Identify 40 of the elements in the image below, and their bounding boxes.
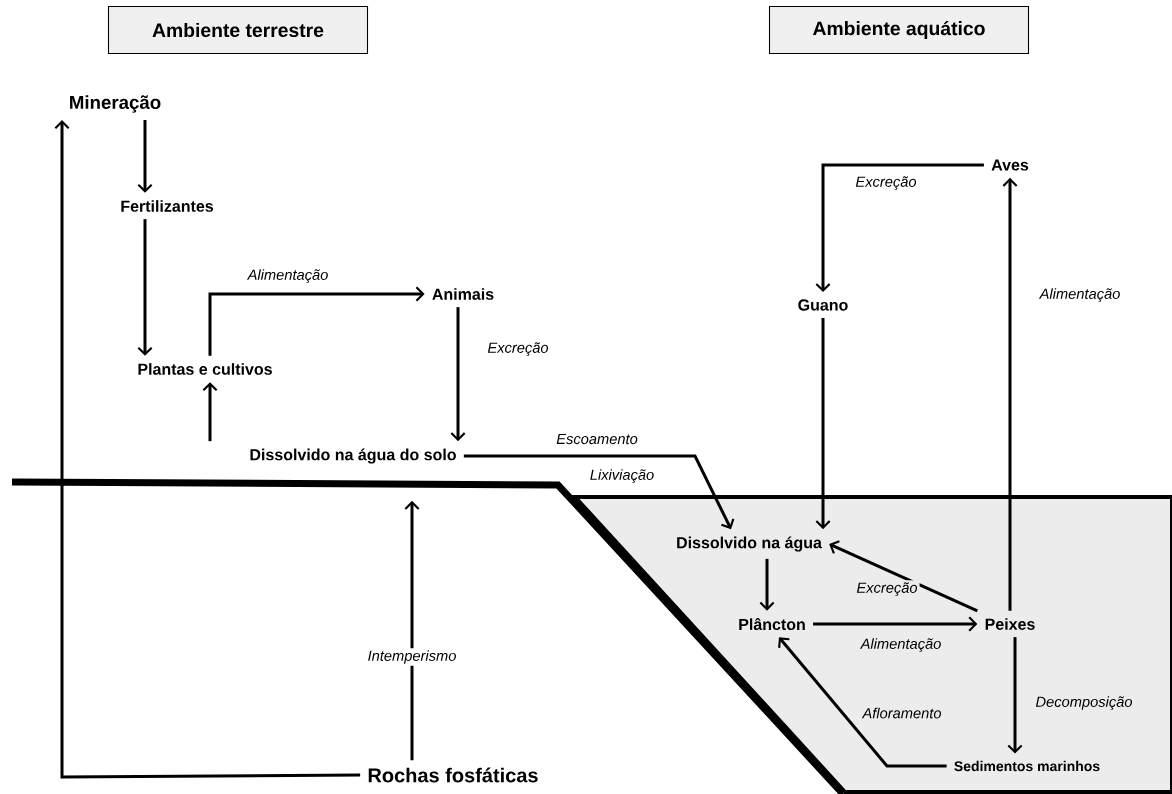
edge-label: Alimentação bbox=[858, 636, 944, 654]
compartment-label: Plantas e cultivos bbox=[138, 363, 272, 375]
compartment-label: Guano bbox=[798, 299, 848, 311]
arrow bbox=[1002, 177, 1018, 611]
compartment-label: Fertilizantes bbox=[121, 200, 214, 212]
edge-label: Alimentação bbox=[245, 267, 331, 285]
compartment-label: Mineração bbox=[70, 95, 161, 113]
arrow bbox=[404, 500, 420, 761]
edge-label: Excreção bbox=[485, 340, 551, 358]
arrow bbox=[137, 219, 153, 356]
compartment-label: Dissolvido na água bbox=[677, 536, 822, 552]
arrow bbox=[208, 286, 425, 356]
arrow bbox=[815, 163, 984, 293]
compartment-label: Aves bbox=[991, 159, 1029, 171]
section-heading: Ambiente aquático bbox=[768, 5, 1030, 55]
flow-label: Lixiviação bbox=[590, 469, 654, 483]
arrow bbox=[815, 317, 831, 530]
arrow bbox=[450, 307, 466, 442]
section-heading: Ambiente terrestre bbox=[107, 5, 369, 55]
arrow bbox=[813, 616, 978, 632]
compartment-label: Rochas fosfáticas bbox=[368, 767, 538, 783]
arrow bbox=[829, 540, 978, 613]
edge-label: Decomposição bbox=[1033, 694, 1135, 712]
compartment-label: Dissolvido na água do solo bbox=[250, 448, 456, 464]
edge-label: Excreção bbox=[854, 580, 920, 598]
compartment-label: Animais bbox=[432, 288, 494, 300]
edge-label: Excreção bbox=[853, 174, 919, 192]
arrow bbox=[778, 637, 947, 768]
compartment-label: Peixes bbox=[985, 618, 1035, 630]
edge-label: Intemperismo bbox=[365, 648, 459, 666]
edge-label: Escoamento bbox=[554, 431, 640, 447]
arrow bbox=[1007, 637, 1023, 754]
compartment-label: Sedimentos marinhos bbox=[954, 760, 1100, 772]
arrow bbox=[137, 119, 153, 193]
arrow bbox=[759, 558, 775, 611]
arrow bbox=[463, 454, 735, 530]
compartment-label: Plâncton bbox=[739, 617, 805, 631]
edge-label: Alimentação bbox=[1037, 286, 1123, 304]
arrow bbox=[54, 119, 361, 779]
arrow bbox=[202, 382, 218, 442]
